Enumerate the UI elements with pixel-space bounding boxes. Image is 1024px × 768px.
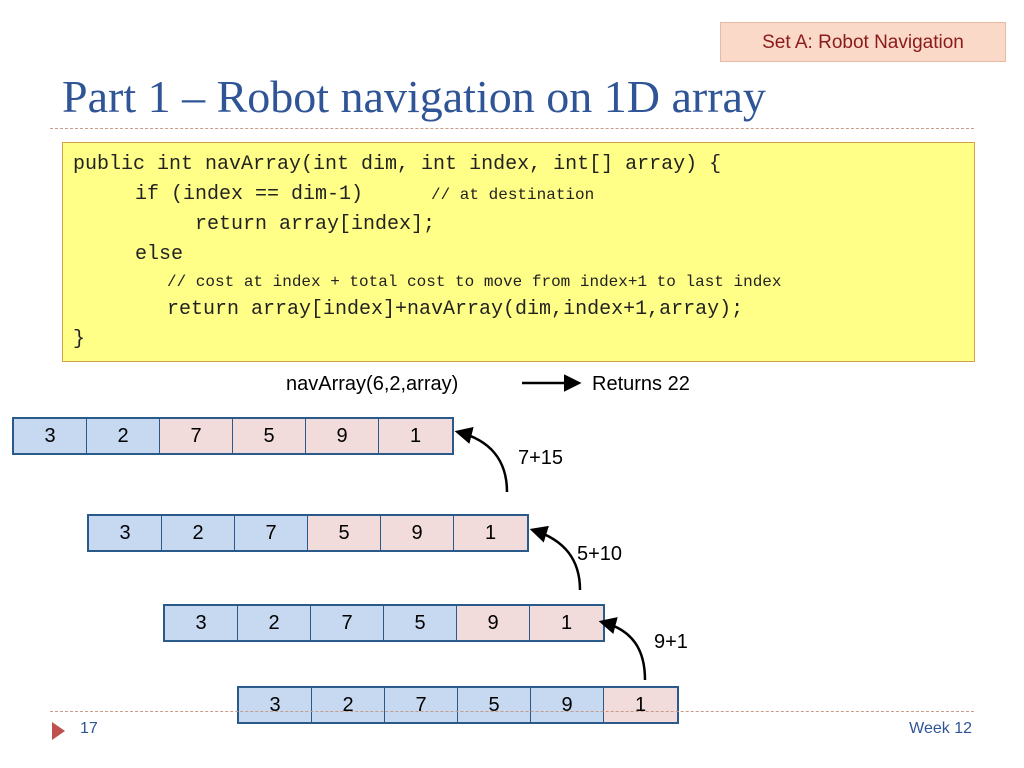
- set-tag: Set A: Robot Navigation: [720, 22, 1006, 62]
- array-cell: 1: [454, 516, 527, 550]
- code-line: return array[index];: [195, 213, 436, 236]
- code-comment: // cost at index + total cost to move fr…: [167, 273, 782, 291]
- array-cell: 2: [162, 516, 235, 550]
- array-cell: 7: [311, 606, 384, 640]
- sum-label: 7+15: [518, 447, 564, 469]
- return-arrow: [454, 426, 509, 493]
- array-cell: 7: [160, 419, 233, 453]
- code-line: public int navArray(int dim, int index, …: [73, 153, 722, 176]
- footer-bullet-icon: [52, 722, 65, 740]
- array-cell: 5: [384, 606, 457, 640]
- code-comment: // at destination: [431, 186, 595, 204]
- code-line: return array[index]+navArray(dim,index+1…: [167, 298, 744, 321]
- array-cell: 9: [306, 419, 379, 453]
- slide-title: Part 1 – Robot navigation on 1D array: [62, 71, 766, 122]
- array-cell: 2: [312, 688, 385, 722]
- footer-divider: [50, 711, 974, 712]
- array-cell: 3: [14, 419, 87, 453]
- array-cell: 3: [89, 516, 162, 550]
- code-block: public int navArray(int dim, int index, …: [62, 142, 975, 362]
- call-result: Returns 22: [592, 373, 690, 395]
- array-cell: 9: [457, 606, 530, 640]
- array-cell: 1: [530, 606, 603, 640]
- array-cell: 3: [239, 688, 312, 722]
- array-cell: 5: [308, 516, 381, 550]
- sum-label: 9+1: [654, 631, 688, 653]
- title-divider: [50, 128, 974, 129]
- page-number: 17: [80, 720, 98, 737]
- array-cell: 2: [87, 419, 160, 453]
- array-cell: 2: [238, 606, 311, 640]
- array-cell: 3: [165, 606, 238, 640]
- code-line: if (index == dim-1): [135, 183, 364, 206]
- sum-label: 5+10: [577, 543, 623, 565]
- return-arrow: [598, 617, 647, 681]
- array-cell: 1: [379, 419, 452, 453]
- array-cell: 5: [458, 688, 531, 722]
- array-cell: 7: [235, 516, 308, 550]
- code-line: else: [135, 243, 184, 266]
- code-line: }: [73, 328, 86, 351]
- return-arrow: [529, 525, 582, 591]
- array-cell: 9: [381, 516, 454, 550]
- footer-week: Week 12: [909, 720, 972, 737]
- array-cell: 1: [604, 688, 677, 722]
- array-cell: 9: [531, 688, 604, 722]
- call-expression: navArray(6,2,array): [286, 373, 459, 395]
- array-cell: 7: [385, 688, 458, 722]
- array-cell: 5: [233, 419, 306, 453]
